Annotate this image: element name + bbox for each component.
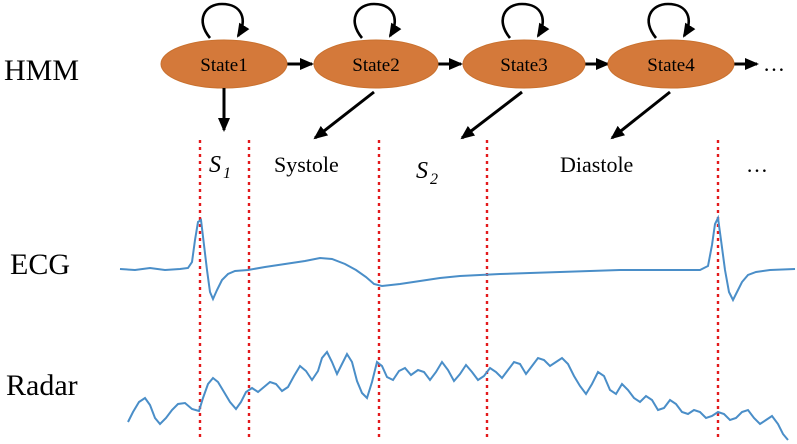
state-ellipse <box>313 39 439 89</box>
row-label-ecg: ECG <box>10 248 70 281</box>
phase-s2-sub: 2 <box>430 171 438 188</box>
emission-arrows <box>218 88 671 140</box>
state-node-4: State4 <box>607 39 735 89</box>
self-loop-arrow <box>647 2 696 39</box>
state-node-2: State2 <box>313 39 439 89</box>
phase-label-systole: Systole <box>274 152 339 177</box>
phase-s1-main: S <box>209 152 221 178</box>
emission-arrow <box>610 90 671 140</box>
state-label: State2 <box>352 55 400 76</box>
state-ellipse <box>462 39 586 89</box>
self-loop-arrow <box>353 2 402 39</box>
self-loops <box>201 2 696 39</box>
states-ellipsis: … <box>763 51 785 76</box>
row-label-hmm: HMM <box>4 54 79 87</box>
row-label-radar: Radar <box>6 369 78 402</box>
self-loop-arrow <box>501 2 550 39</box>
state-node-1: State1 <box>160 39 288 89</box>
phase-dividers <box>198 140 720 440</box>
emission-arrow <box>313 90 375 140</box>
state-label: State3 <box>500 55 548 76</box>
phase-label-diastole: Diastole <box>560 152 633 177</box>
state-ellipse <box>607 39 735 89</box>
self-loop-arrow <box>201 2 250 39</box>
state-node-3: State3 <box>462 39 586 89</box>
phase-ellipsis: … <box>746 152 768 177</box>
emission-arrow <box>460 90 523 140</box>
ecg-waveform <box>119 214 796 303</box>
state-label: State4 <box>647 55 695 76</box>
state-label: State1 <box>200 55 248 76</box>
radar-waveform <box>127 350 789 441</box>
phase-s1-sub: 1 <box>223 165 231 182</box>
phase-s2-main: S <box>416 158 428 184</box>
